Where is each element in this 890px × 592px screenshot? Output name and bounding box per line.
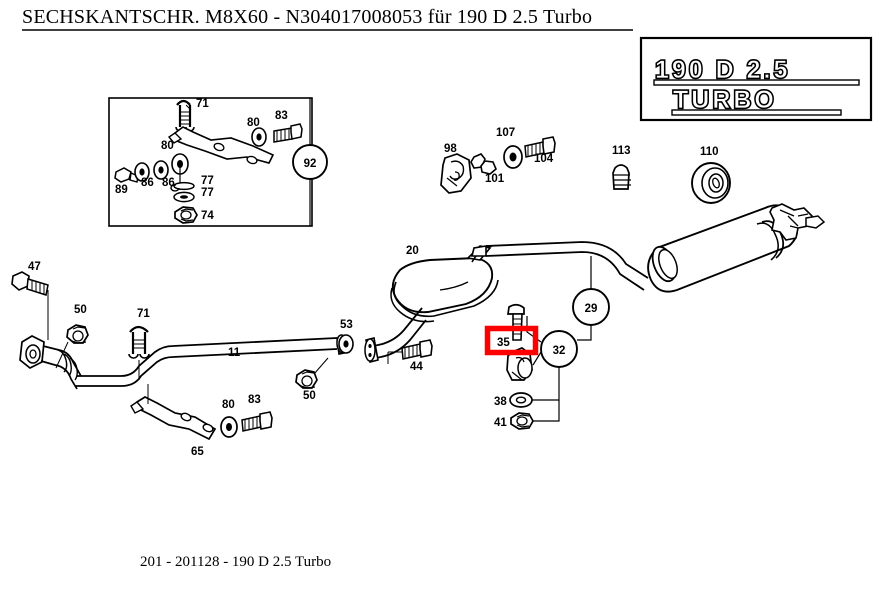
label-104: 104 — [534, 153, 554, 165]
label-83-lower: 83 — [248, 394, 261, 406]
label-110: 110 — [700, 146, 719, 158]
emblem-text-190d25: 190 D 2.5 190 D 2.5 — [653, 55, 860, 86]
label-38: 38 — [494, 396, 507, 408]
label-83-inset: 83 — [275, 110, 288, 122]
label-77-inset-b: 77 — [201, 187, 214, 199]
callout-circle-92[interactable]: 92 — [292, 144, 328, 180]
part-bracket-strip — [167, 126, 275, 165]
label-89-inset: 89 — [115, 184, 128, 196]
main-part-labels: 98 101 107 104 113 110 20 47 50 71 11 53… — [28, 127, 719, 458]
label-113: 113 — [612, 145, 631, 157]
label-86-inset-b: 86 — [162, 177, 175, 189]
callout-label-92: 92 — [304, 158, 317, 170]
part-hanger-98 — [440, 153, 472, 194]
part-nut-50-left — [55, 324, 89, 369]
callout-label-32: 32 — [553, 345, 566, 357]
inset-part-labels: 71 80 83 80 86 86 89 77 77 74 — [115, 98, 288, 222]
label-74-inset: 74 — [201, 210, 214, 222]
highlight-label-35: 35 — [497, 337, 510, 349]
part-bolt-44 — [387, 339, 433, 364]
part-washer-107 — [503, 145, 523, 169]
part-center-muffler-20 — [390, 245, 499, 323]
part-intermediate-pipe — [364, 307, 427, 363]
part-tail-hanger — [769, 203, 826, 241]
part-clip-77-a — [170, 181, 195, 192]
label-98: 98 — [444, 143, 457, 155]
label-20: 20 — [406, 245, 419, 257]
page-footer: 201 - 201128 - 190 D 2.5 Turbo — [140, 554, 332, 570]
inset-detail-box — [108, 97, 313, 227]
part-washer-80-right — [251, 127, 267, 147]
emblem-box: 190 D 2.5 190 D 2.5 TURBO TURBO — [639, 36, 873, 122]
page-title: SECHSKANTSCHR. M8X60 - N304017008053 für… — [22, 6, 593, 28]
part-washer-77-b — [173, 191, 195, 203]
callout-circle-29[interactable]: 29 — [572, 288, 610, 326]
part-washer-38 — [509, 392, 533, 408]
part-bellows-113 — [612, 164, 631, 190]
callout-label-29: 29 — [585, 303, 598, 315]
part-nut-74 — [174, 206, 198, 224]
label-101: 101 — [485, 173, 505, 185]
part-bolt-47 — [11, 271, 49, 340]
part-bushing-86-a — [134, 162, 150, 182]
label-11: 11 — [228, 347, 241, 359]
part-bolt-83-inset — [273, 123, 303, 143]
label-107: 107 — [496, 127, 515, 139]
part-bracket-65 — [130, 384, 217, 441]
callout-circle-32[interactable]: 32 — [540, 330, 578, 368]
part-bolt-104 — [524, 136, 556, 158]
label-50-left: 50 — [74, 304, 87, 316]
label-44: 44 — [410, 361, 423, 373]
label-53: 53 — [340, 319, 353, 331]
highlight-box-35: 35 — [484, 325, 539, 356]
label-47: 47 — [28, 261, 41, 273]
label-77-inset-a: 77 — [201, 175, 214, 187]
label-41: 41 — [494, 417, 507, 429]
part-bushing-53 — [338, 334, 354, 354]
label-50-lower: 50 — [303, 390, 316, 402]
emblem-text-turbo: TURBO TURBO — [671, 85, 842, 116]
label-80-inset-a: 80 — [247, 117, 260, 129]
label-80-inset-b: 80 — [161, 140, 174, 152]
part-nut-50-lower — [295, 357, 329, 389]
part-washer-80-lower — [220, 416, 238, 438]
part-grommet-101 — [470, 153, 497, 175]
part-u-bolt-71-lower — [128, 325, 150, 380]
label-65: 65 — [191, 446, 204, 458]
part-mid-pipe — [470, 241, 649, 291]
label-71-inset: 71 — [196, 98, 209, 110]
part-rubber-mount-110 — [691, 162, 731, 204]
part-rear-muffler — [647, 203, 826, 293]
part-bushing-86-b — [153, 160, 169, 180]
part-nut-41 — [510, 412, 534, 430]
label-71-lower: 71 — [137, 308, 150, 320]
part-bolt-35 — [507, 303, 525, 341]
part-bolt-83-lower — [241, 411, 273, 432]
label-86-inset-a: 86 — [141, 177, 154, 189]
label-80-lower: 80 — [222, 399, 235, 411]
